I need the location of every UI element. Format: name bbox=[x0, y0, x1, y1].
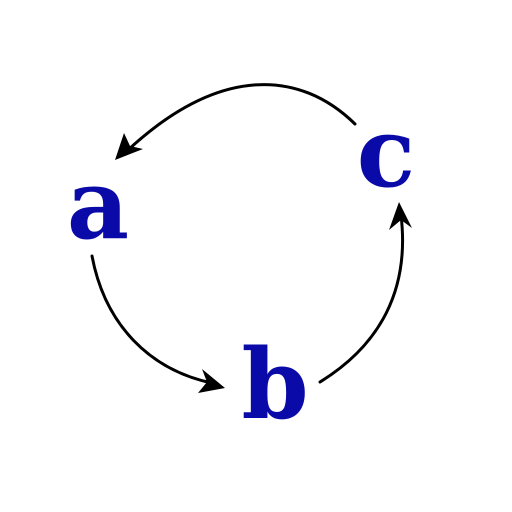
edge-a-to-b bbox=[90, 254, 225, 393]
edge-a-to-b-arrowhead bbox=[198, 369, 225, 393]
node-b-label: b bbox=[241, 328, 308, 441]
edge-c-to-a-line bbox=[126, 83, 357, 152]
edge-b-to-c-line bbox=[318, 213, 405, 384]
edge-a-to-b-line bbox=[90, 254, 214, 385]
edge-c-to-a bbox=[115, 83, 357, 160]
edge-b-to-c bbox=[318, 202, 412, 384]
node-c-label: c bbox=[357, 96, 415, 209]
edge-c-to-a-arrowhead bbox=[115, 133, 143, 160]
node-a-label: a bbox=[67, 148, 129, 261]
edge-b-to-c-arrowhead bbox=[389, 202, 412, 230]
